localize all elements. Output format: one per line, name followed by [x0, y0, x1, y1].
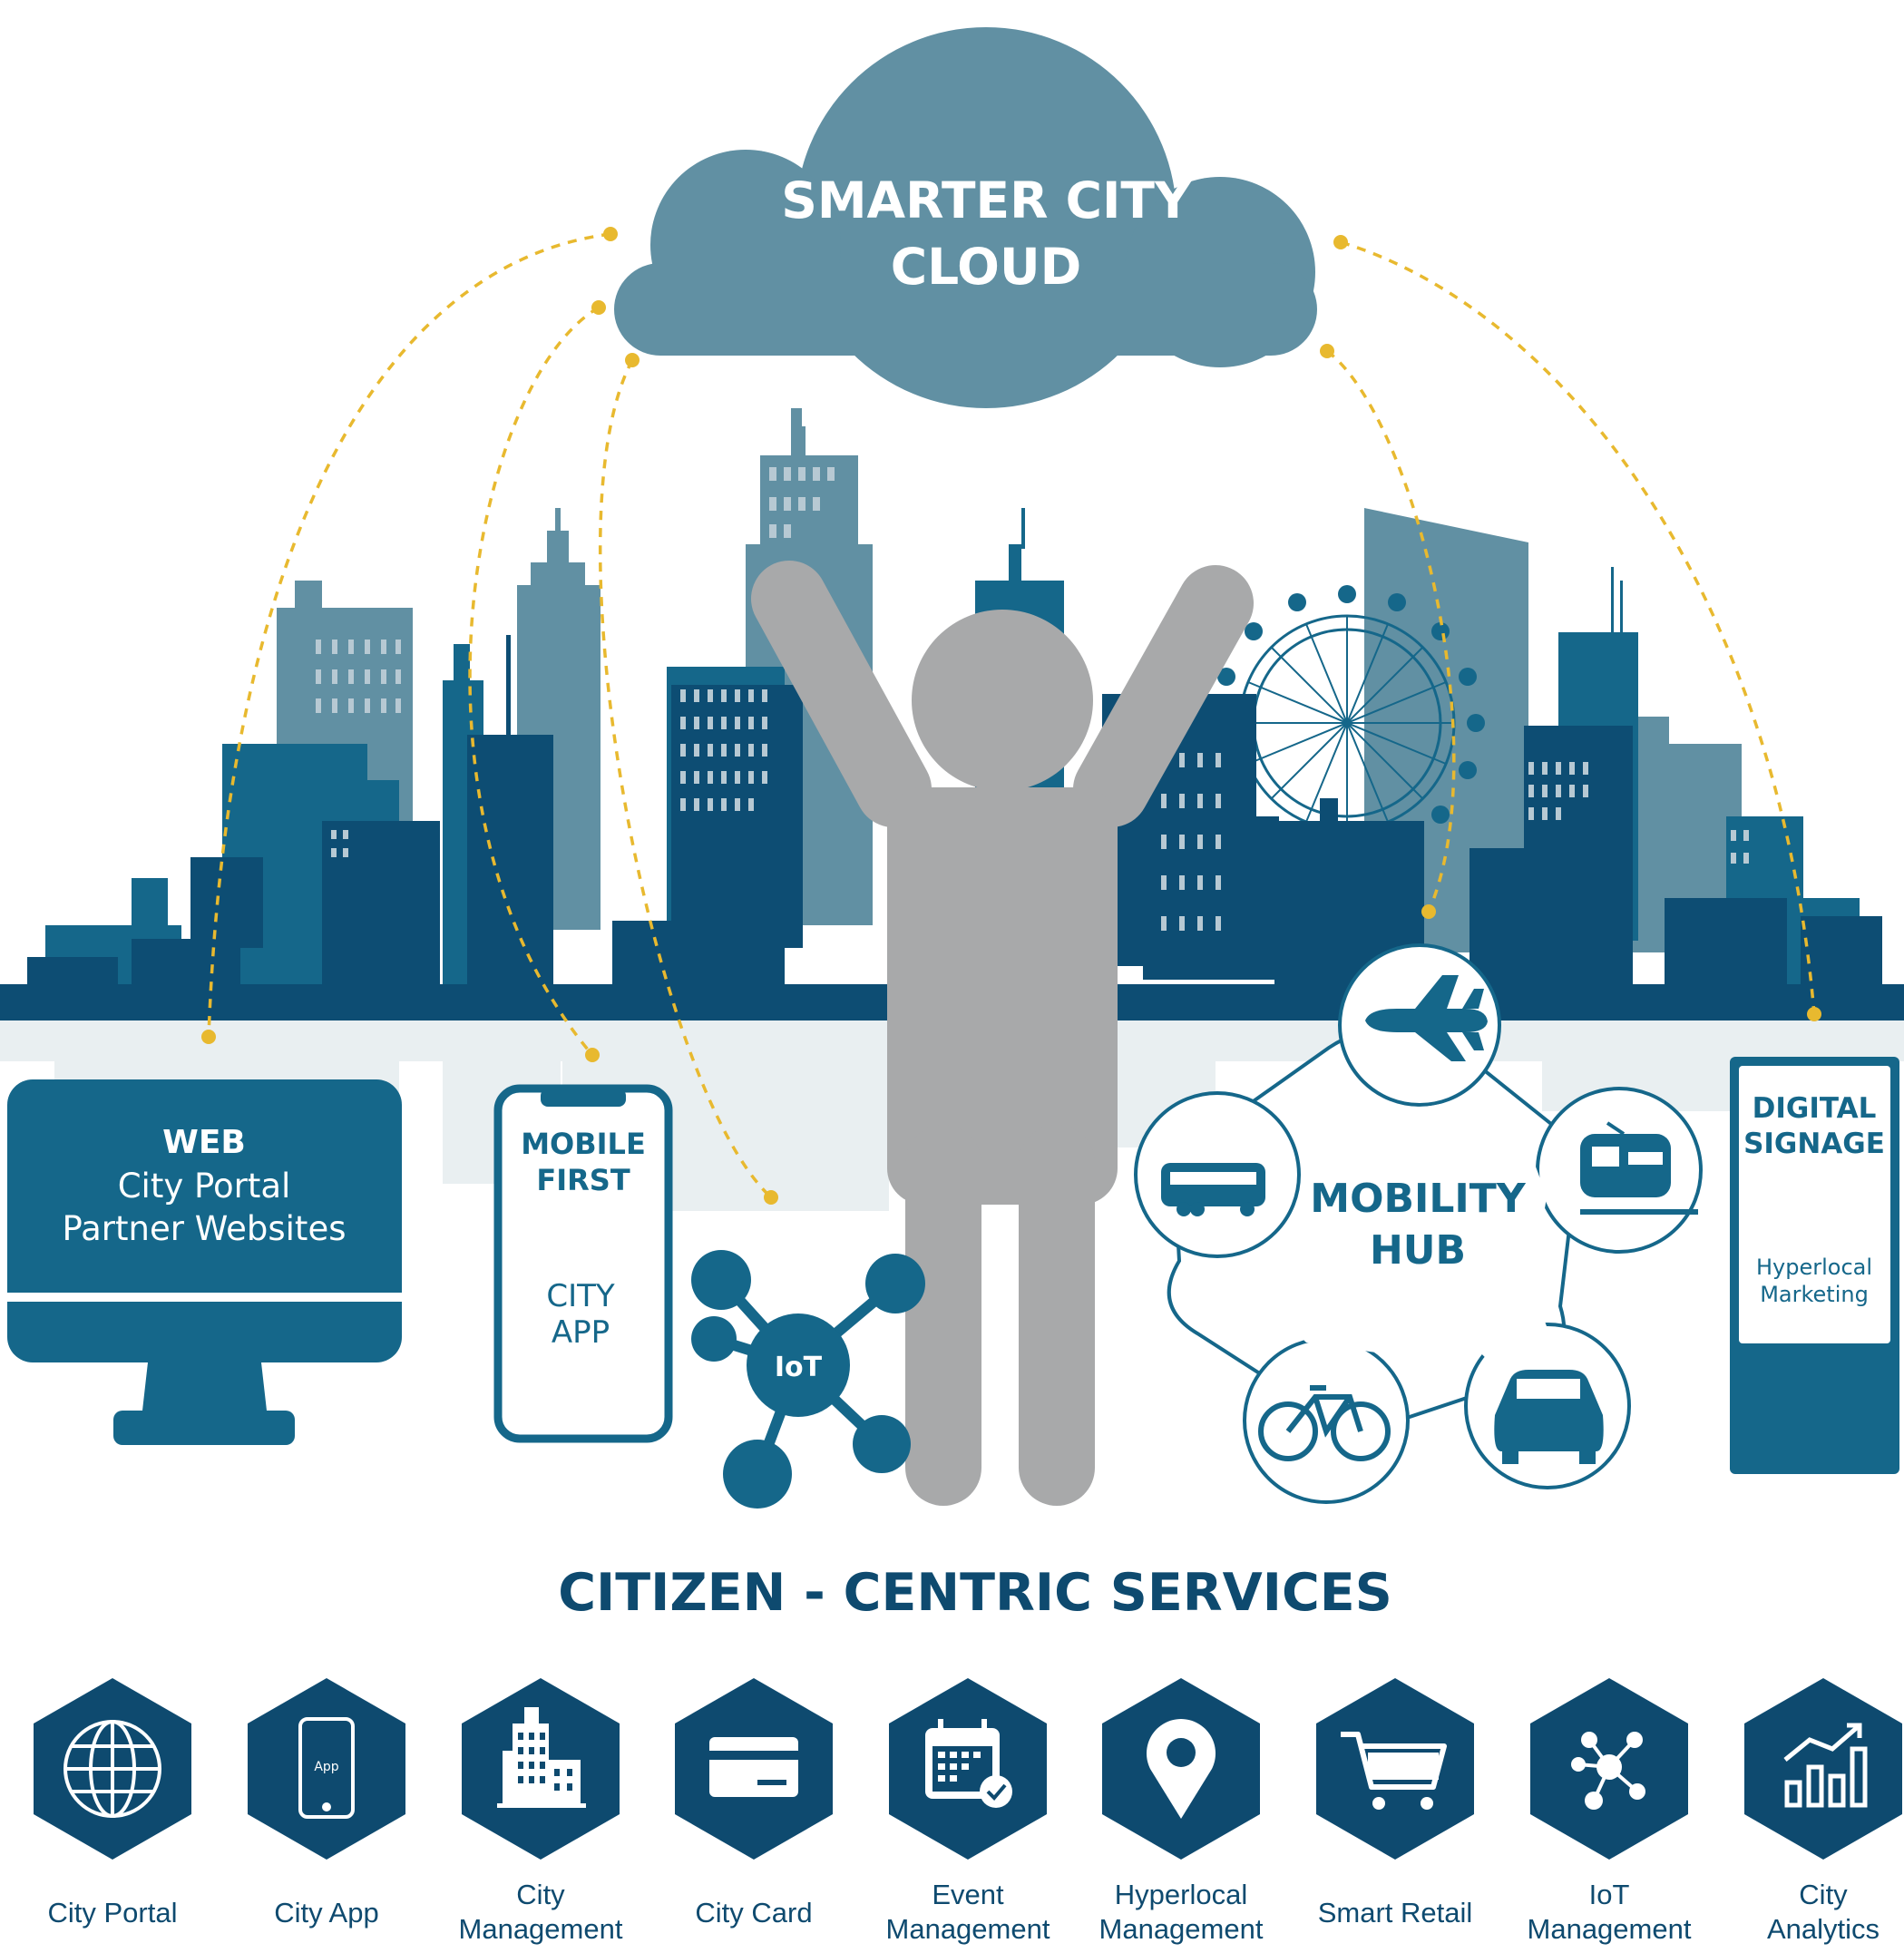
mobile-line1: CITY: [546, 1278, 615, 1314]
service-label-city-card: City Card: [649, 1896, 858, 1930]
connector-dots: [201, 227, 1821, 1205]
iot-network-icon: [691, 1250, 925, 1509]
service-label-line1: IoT: [1588, 1879, 1630, 1910]
card-icon: [709, 1737, 798, 1797]
mobility-title-line1: MOBILITY: [1310, 1176, 1527, 1222]
service-label-smart-retail: Smart Retail: [1291, 1896, 1499, 1930]
train-icon: [1580, 1121, 1698, 1215]
service-label-line2: Management: [458, 1912, 623, 1945]
service-label-line2: Management: [885, 1912, 1050, 1945]
digital-signage: [1730, 1057, 1899, 1474]
calendar-icon: [925, 1719, 1012, 1808]
phone-app-icon: App: [298, 1717, 355, 1819]
bus-icon: [1161, 1163, 1265, 1216]
location-pin-icon: [1147, 1719, 1216, 1819]
service-label-line1: City Portal: [47, 1897, 178, 1929]
service-label-line2: Management: [1098, 1912, 1264, 1945]
mobile-title-line1: MOBILE: [521, 1127, 646, 1161]
service-label-line1: City Card: [695, 1897, 813, 1929]
service-label-line1: Event: [932, 1879, 1004, 1910]
cloud-title-line2: CLOUD: [891, 238, 1082, 296]
signage-title-line1: DIGITAL: [1753, 1092, 1877, 1125]
service-label-line1: City: [1799, 1879, 1848, 1910]
citizen-figure: [751, 561, 1254, 1506]
web-line2: Partner Websites: [62, 1209, 346, 1248]
mobile-title-line2: FIRST: [536, 1163, 630, 1197]
service-label-line1: City App: [274, 1897, 379, 1929]
ferris-wheel: [1217, 585, 1485, 832]
service-label-city-management: City Management: [436, 1878, 645, 1947]
airplane-icon: [1365, 975, 1488, 1061]
shopping-cart-icon: [1341, 1732, 1447, 1810]
cloud-title-line1: SMARTER CITY: [781, 171, 1192, 229]
building-windows: [316, 467, 1749, 931]
service-hexagon: [248, 1678, 405, 1860]
service-label-line1: Hyperlocal: [1114, 1879, 1248, 1910]
service-label-line1: City: [516, 1879, 565, 1910]
web-monitor: [7, 1079, 402, 1445]
building-icon: [497, 1707, 586, 1808]
section-title: CITIZEN - CENTRIC SERVICES: [558, 1563, 1392, 1623]
web-line1: City Portal: [118, 1167, 291, 1206]
signage-line2: Marketing: [1760, 1282, 1869, 1307]
car-icon: [1494, 1370, 1604, 1464]
cloud-connectors: [207, 232, 1816, 1199]
signage-title-line2: SIGNAGE: [1743, 1128, 1885, 1160]
iot-label: IoT: [775, 1352, 823, 1383]
service-label-hyperlocal-management: Hyperlocal Management: [1077, 1878, 1285, 1947]
service-label-line1: Smart Retail: [1317, 1897, 1473, 1929]
signage-line1: Hyperlocal: [1756, 1255, 1872, 1280]
service-label-line2: Analytics: [1766, 1912, 1880, 1945]
mobile-phone: [493, 1084, 673, 1443]
smarter-city-cloud: [614, 27, 1317, 408]
service-label-city-portal: City Portal: [8, 1896, 217, 1930]
phone-app-label: App: [314, 1760, 338, 1774]
mobility-title-line2: HUB: [1370, 1227, 1466, 1274]
mobile-line2: APP: [552, 1314, 610, 1351]
service-label-event-management: Event Management: [864, 1878, 1072, 1947]
service-label-city-analytics: City Analytics: [1719, 1878, 1904, 1947]
web-title: WEB: [162, 1124, 246, 1161]
network-icon: [1571, 1732, 1645, 1810]
service-label-line2: Management: [1527, 1912, 1692, 1945]
globe-icon: [63, 1720, 161, 1818]
bicycle-icon: [1258, 1385, 1391, 1461]
service-label-iot-management: IoT Management: [1505, 1878, 1714, 1947]
bar-chart-icon: [1783, 1723, 1868, 1808]
service-label-city-app: City App: [222, 1896, 431, 1930]
